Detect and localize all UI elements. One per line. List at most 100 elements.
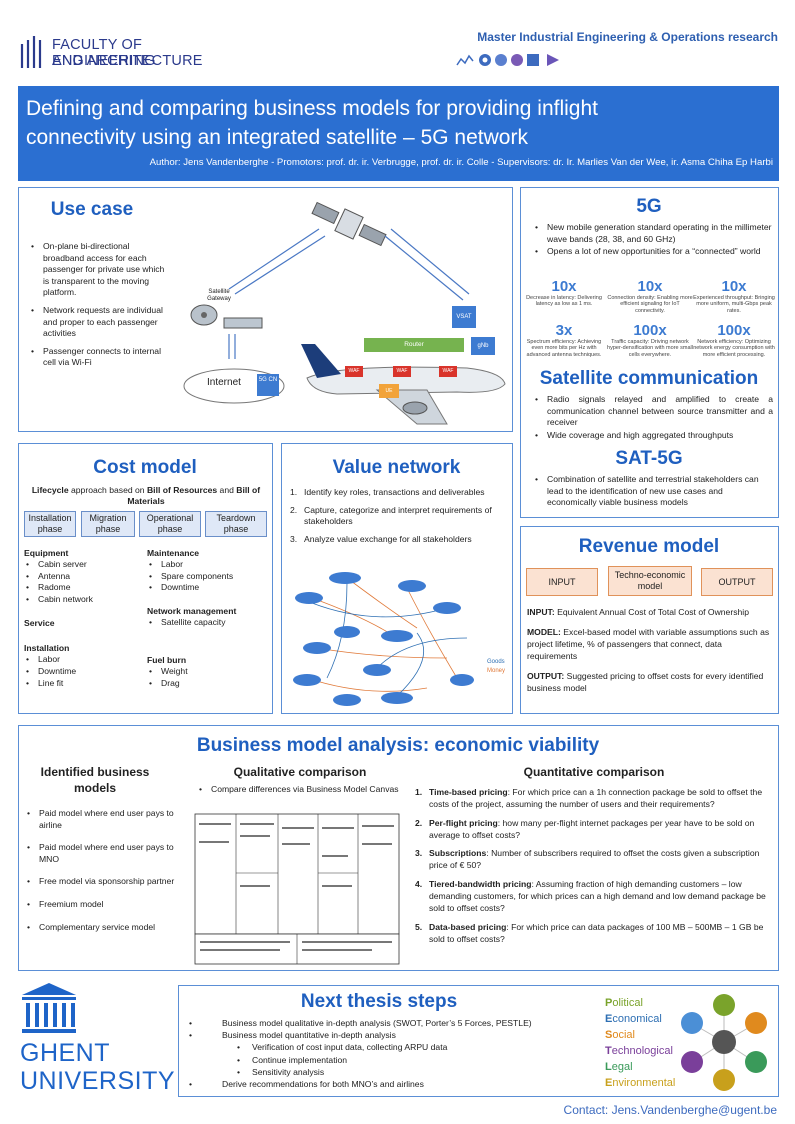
installation-title: Installation	[24, 643, 70, 654]
fiveg-stat-value: 100x	[633, 322, 667, 339]
quant-item: 2.Per-flight pricing: how many per-fligh…	[415, 817, 755, 840]
pestle-diagram	[681, 994, 767, 1091]
fiveg-stat: 100x Traffic capacity: Driving network h…	[607, 322, 693, 358]
faculty-logo-icon	[20, 36, 42, 68]
revenue-input-box: INPUT	[526, 568, 598, 596]
sat5g-heading: SAT-5G	[615, 448, 683, 469]
pestle-item: Political	[605, 996, 685, 1012]
pestle-word: conomical	[612, 1012, 662, 1025]
cost-item: Labor	[24, 654, 144, 666]
fiveg-stat: 10x Experienced throughput: Bringing mor…	[691, 278, 777, 314]
fiveg-heading: 5G	[636, 196, 662, 217]
revenue-output-text: OUTPUT: Suggested pricing to offset cost…	[527, 671, 764, 694]
cost-equipment: Equipment Cabin server Antenna Radome Ca…	[24, 547, 144, 689]
cost-item: Satellite capacity	[147, 617, 271, 629]
fiveg-stat-value: 3x	[555, 322, 573, 339]
pestle-word: olitical	[612, 997, 643, 1009]
revenue-model-text: MODEL: Excel-based model with variable a…	[527, 627, 770, 662]
qualitative-bullet: Compare differences via Business Model C…	[197, 784, 402, 796]
revenue-descriptions: INPUT: Equivalent Annual Cost of Total C…	[527, 606, 772, 694]
business-model-canvas	[194, 813, 400, 965]
quant-item: 1.Time-based pricing: For which price ca…	[415, 787, 763, 809]
use-case-panel: Use case On-plane bi-directional broadba…	[18, 187, 513, 432]
next-step-subitem: •Verification of cost input data, collec…	[237, 1042, 448, 1053]
program-icons	[456, 54, 559, 66]
network-title: Network management	[147, 605, 237, 616]
service-title: Service	[24, 618, 55, 629]
fiveg-stat: 10x Connection density: Enabling more ef…	[607, 278, 693, 314]
next-steps-heading: Next thesis steps	[300, 991, 458, 1012]
next-step-item: •Derive recommendations for both MNO’s a…	[189, 1079, 424, 1090]
ue-box: UE	[379, 384, 399, 398]
next-step-item: •Business model qualitative in-depth ana…	[189, 1018, 532, 1028]
link-arrows	[228, 228, 470, 359]
cost-item: Spare components	[147, 571, 271, 583]
cost-item: Line fit	[24, 678, 144, 690]
gateway-label: Satellite Gateway	[207, 289, 231, 302]
cost-item: Antenna	[24, 571, 144, 583]
waf-box: WAF	[345, 366, 363, 377]
revenue-heading: Revenue model	[578, 536, 720, 557]
pestle-item: Social	[605, 1028, 685, 1044]
pestle-initial: E	[605, 1076, 613, 1089]
fiveg-stat: 100x Network efficiency: Optimizing netw…	[691, 322, 777, 358]
value-legend-goods: Goods	[487, 659, 505, 665]
pestle-word: ocial	[612, 1028, 635, 1041]
next-steps-panel: Next thesis steps •Business model qualit…	[178, 985, 779, 1097]
fiveg-stat-value: 100x	[717, 322, 751, 339]
fiveg-stat-label: Connection density: Enabling more effici…	[607, 295, 693, 314]
next-step-subitem: •Continue implementation	[237, 1054, 348, 1065]
pestle-initial: S	[605, 1028, 613, 1041]
fiveg-bullets: New mobile generation standard operating…	[533, 222, 773, 258]
next-steps-list: •Business model qualitative in-depth ana…	[187, 1017, 607, 1090]
value-steps: 1.Identify key roles, transactions and d…	[290, 487, 505, 545]
vsat-box: VSAT	[452, 306, 476, 328]
university-name-2: UNIVERSITY	[20, 1067, 176, 1095]
phase-migration: Migration phase	[81, 511, 135, 537]
quantitative-title: Quantitative comparison	[523, 765, 665, 779]
fiveg-stat-value: 10x	[721, 278, 747, 295]
satcom-bullet: Radio signals relayed and amplified to c…	[533, 394, 773, 429]
model-item: Freemium model	[25, 899, 195, 911]
pestle-initial: L	[605, 1060, 612, 1073]
router-box: Router	[364, 338, 464, 352]
value-step: 3.Analyze value exchange for all stakeho…	[290, 533, 472, 544]
fiveg-stat: 10x Decrease in latency: Delivering late…	[521, 278, 607, 308]
models-list: Paid model where end user pays to airlin…	[25, 808, 195, 933]
value-network-heading: Value network	[332, 457, 461, 478]
quant-item: 4.Tiered-bandwidth pricing: Assuming fra…	[415, 879, 766, 913]
gateway-device-icon	[223, 317, 263, 329]
revenue-output-box: OUTPUT	[701, 568, 773, 596]
analysis-panel: Business model analysis: economic viabil…	[18, 725, 779, 971]
satellite-icon	[311, 201, 387, 247]
pestle-word: echnological	[611, 1044, 673, 1057]
qualitative-title: Qualitative comparison	[233, 765, 367, 779]
internet-label: Internet	[207, 377, 241, 388]
phase-installation: Installation phase	[24, 511, 76, 537]
value-step: 2.Capture, categorize and interpret requ…	[290, 504, 492, 527]
value-network-diagram	[293, 572, 474, 706]
pestle-initial: E	[605, 1012, 613, 1025]
analysis-heading: Business model analysis: economic viabil…	[196, 735, 600, 756]
equipment-title: Equipment	[24, 548, 69, 558]
fuel-title: Fuel burn	[147, 655, 187, 666]
contact-email[interactable]: Contact: Jens.Vandenberghe@ugent.be	[563, 1103, 777, 1117]
cost-item: Cabin server	[24, 559, 144, 571]
program-name: Master Industrial Engineering & Operatio…	[477, 30, 778, 44]
cost-item: Drag	[147, 678, 271, 690]
quantitative-list: 1.Time-based pricing: For which price ca…	[415, 787, 768, 952]
qualitative-bullets: Compare differences via Business Model C…	[197, 784, 402, 796]
pestle-item: Economical	[605, 1012, 685, 1028]
cost-item: Radome	[24, 582, 144, 594]
models-title: Identified business models	[40, 765, 150, 795]
dish-antenna-icon	[190, 304, 218, 326]
satcom-bullet: Wide coverage and high aggregated throug…	[533, 430, 773, 442]
cost-panel: Cost model Lifecycle approach based on B…	[18, 443, 273, 714]
pestle-item: Environmental	[605, 1076, 685, 1092]
cost-item: Weight	[147, 666, 271, 678]
fiveg-stat-label: Network efficiency: Optimizing network e…	[693, 339, 775, 358]
satcom-bullets: Radio signals relayed and amplified to c…	[533, 394, 773, 441]
pestle-initial: P	[605, 997, 613, 1009]
fiveg-stat-value: 10x	[637, 278, 663, 295]
next-step-item: •Business model quantitative in-depth an…	[189, 1030, 396, 1041]
